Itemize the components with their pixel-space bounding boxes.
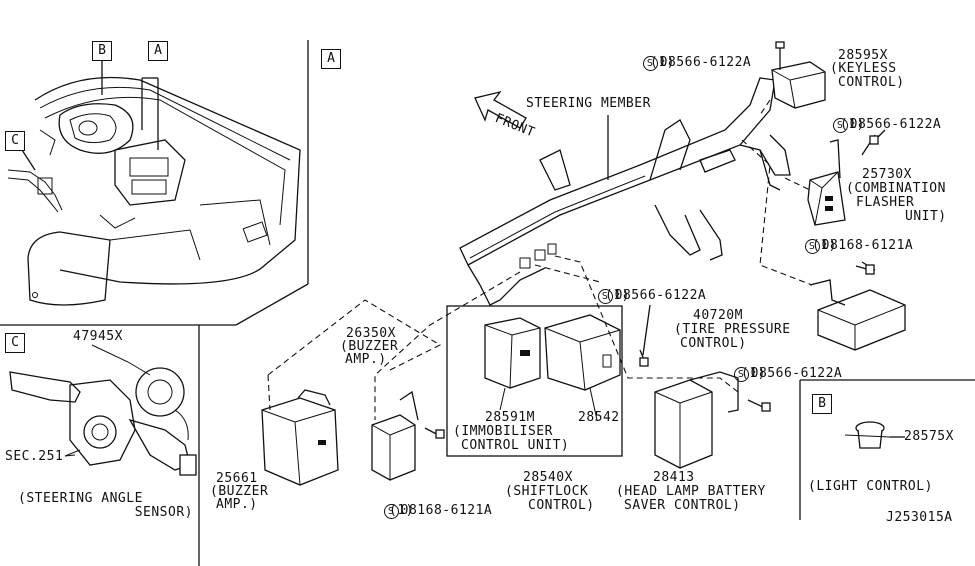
- standard-part-icon: S: [383, 504, 399, 519]
- fastener-2-number: 08566-6122A: [849, 117, 942, 132]
- immobiliser-box: [446, 305, 623, 457]
- bolts: [639, 129, 886, 367]
- steering-member-label: STEERING MEMBER: [526, 96, 651, 111]
- front-arrow-icon: [474, 90, 527, 129]
- standard-part-icon: S: [597, 289, 613, 304]
- dashboard-drawing: [7, 60, 301, 306]
- combination-flasher-drawing: [807, 134, 876, 226]
- part-26350x: 26350X: [346, 326, 396, 341]
- part-28413-desc1: (HEAD LAMP BATTERY: [616, 484, 766, 499]
- part-25661-desc1: (BUZZER: [210, 484, 269, 499]
- part-25730x-desc1: (COMBINATION: [846, 181, 946, 196]
- part-40720m: 40720M: [693, 308, 743, 323]
- fastener-5-number: 08566-6122A: [750, 366, 843, 381]
- fastener-3-qty: (1): [812, 238, 837, 253]
- fastener-6-number: 08168-6121A: [400, 503, 493, 518]
- part-28413: 28413: [653, 470, 695, 485]
- part-28540x: 28540X: [523, 470, 573, 485]
- standard-part-icon: S: [733, 367, 749, 382]
- standard-part-icon: S: [804, 239, 820, 254]
- head-lamp-saver-drawing: [654, 371, 771, 469]
- part-25661: 25661: [216, 471, 258, 486]
- fastener-1-number: 08566-6122A: [659, 55, 752, 70]
- diagram-id: J253015A: [886, 510, 953, 525]
- immobiliser-desc2: CONTROL UNIT): [461, 438, 570, 453]
- part-25730x-desc3: UNIT): [905, 209, 947, 224]
- part-28595x-desc1: (KEYLESS: [830, 61, 897, 76]
- part-47945x: 47945X: [73, 329, 123, 344]
- leader-lines: [64, 344, 891, 457]
- fastener-6-qty: (1): [389, 503, 414, 518]
- keyless-control-drawing: [771, 41, 826, 109]
- fastener-5-qty: (1): [741, 366, 766, 381]
- part-40720m-desc1: (TIRE PRESSURE: [674, 322, 791, 337]
- part-28542: 28542: [578, 410, 620, 425]
- fastener-4-qty: (1): [605, 288, 630, 303]
- column-switch-drawing: [9, 361, 197, 476]
- light-control-label: (LIGHT CONTROL): [808, 479, 933, 494]
- fastener-3-number: 08168-6121A: [821, 238, 914, 253]
- part-28595x-desc2: CONTROL): [838, 75, 905, 90]
- steering-angle-sensor-line2: SENSOR): [134, 505, 193, 520]
- callout-c-dashboard: C: [5, 131, 25, 151]
- callout-a-dashboard: A: [148, 41, 168, 61]
- light-control-drawing: [855, 421, 905, 449]
- fastener-1-qty: (1): [650, 55, 675, 70]
- panel-label-c: C: [5, 333, 25, 353]
- immobiliser-desc1: (IMMOBILISER: [453, 424, 553, 439]
- part-25661-desc2: AMP.): [216, 497, 258, 512]
- standard-part-icon: S: [642, 56, 658, 71]
- fastener-4-number: 08566-6122A: [614, 288, 707, 303]
- part-25730x: 25730X: [862, 167, 912, 182]
- part-28413-desc2: SAVER CONTROL): [624, 498, 741, 513]
- tire-pressure-control-drawing: [809, 261, 906, 351]
- fastener-2-qty: (1): [840, 117, 865, 132]
- part-28595x: 28595X: [838, 48, 888, 63]
- steering-member-drawing: [459, 77, 791, 306]
- part-26350x-desc2: AMP.): [345, 352, 387, 367]
- standard-part-icon: S: [832, 118, 848, 133]
- callout-b-dashboard: B: [92, 41, 112, 61]
- part-40720m-desc2: CONTROL): [680, 336, 747, 351]
- part-26350x-desc1: (BUZZER: [340, 339, 399, 354]
- panel-borders: [0, 40, 975, 566]
- steering-angle-sensor-line1: (STEERING ANGLE: [18, 491, 143, 506]
- buzzer-amp-25661-drawing: [261, 389, 339, 486]
- sec-251-label: SEC.251: [5, 449, 64, 464]
- buzzer-amp-26350x-drawing: [371, 390, 445, 481]
- part-28575x: 28575X: [904, 429, 954, 444]
- panel-label-b: B: [812, 394, 832, 414]
- panel-label-a: A: [321, 49, 341, 69]
- part-28540x-desc2: CONTROL): [528, 498, 595, 513]
- dashed-leaders: [267, 99, 813, 420]
- part-28591m: 28591M: [485, 410, 535, 425]
- part-25730x-desc2: FLASHER: [856, 195, 915, 210]
- part-28540x-desc1: (SHIFTLOCK: [505, 484, 589, 499]
